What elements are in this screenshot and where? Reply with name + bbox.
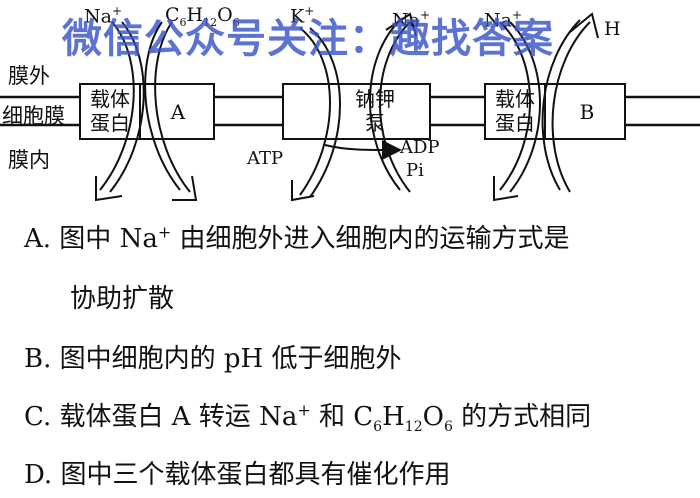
arrow-k-in — [299, 27, 331, 196]
atp-label: ATP — [247, 148, 284, 169]
protein-a — [139, 83, 215, 140]
sodium-potassium-pump — [282, 83, 431, 140]
arrow-head-left — [95, 176, 123, 202]
right-carrier-label: 载体蛋白 — [495, 87, 535, 135]
pi-label: Pi — [406, 160, 424, 181]
k-ion-label: K+ — [290, 4, 315, 28]
option-c[interactable]: C. 载体蛋白 A 转运 Na+ 和 C6H12O6 的方式相同 — [24, 400, 592, 436]
option-d[interactable]: D. 图中三个载体蛋白都具有催化作用 — [24, 460, 451, 490]
arrow-na-in-right — [499, 21, 531, 191]
option-b[interactable]: B. 图中细胞内的 pH 低于细胞外 — [24, 344, 402, 374]
protein-a-label: A — [170, 100, 186, 124]
inside-label: 膜内 — [8, 148, 50, 172]
atp-hydrolysis-arrow — [324, 139, 402, 160]
arrow-na-in-left — [99, 21, 135, 191]
option-a-continued: 协助扩散 — [70, 284, 175, 314]
h-ion-label: H — [604, 18, 621, 40]
glucose-label: C6H12O6 — [165, 4, 240, 29]
left-carrier-label: 载体蛋白 — [90, 87, 130, 135]
na-ion-label-1: Na+ — [84, 4, 123, 28]
protein-b — [544, 83, 626, 140]
pump-label: 钠钾泵 — [355, 87, 395, 135]
membrane-diagram — [0, 12, 700, 202]
option-a[interactable]: A. 图中 Na+ 由细胞外进入细胞内的运输方式是 — [24, 222, 570, 254]
adp-label: ADP — [400, 137, 440, 158]
watermark-text: 微信公众号关注：趣找答案 — [62, 16, 554, 62]
outside-label: 膜外 — [8, 64, 50, 88]
protein-b-label: B — [579, 100, 595, 124]
membrane-label: 细胞膜 — [2, 104, 65, 128]
right-carrier-protein — [484, 83, 546, 140]
arrow-h-out — [541, 19, 581, 191]
arrow-na-out — [369, 19, 401, 191]
na-ion-label-3: Na+ — [484, 8, 523, 32]
na-ion-label-2: Na+ — [392, 8, 431, 32]
arrow-glucose-in — [144, 21, 181, 191]
